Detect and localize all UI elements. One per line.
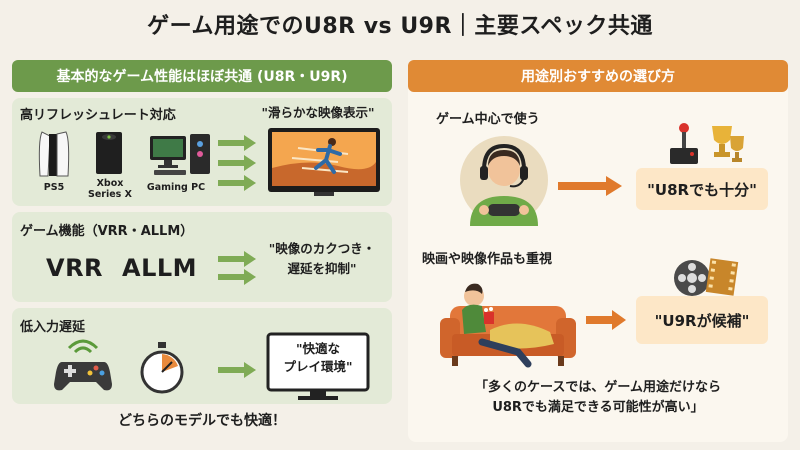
features-quote-line2: 遅延を抑制" (287, 261, 357, 276)
device-label-ps5: PS5 (43, 182, 65, 193)
stopwatch-icon (140, 342, 184, 394)
left-header: 基本的なゲーム性能はほぼ共通 (U8R・U9R) (12, 60, 392, 92)
movies-label: 映画や映像作品も重視 (422, 252, 553, 267)
features-title: ゲーム機能（VRR・ALLM） (20, 224, 194, 239)
latency-quote-line1: "快適な (295, 341, 340, 356)
latency-title: 低入力遅延 (20, 320, 86, 335)
right-footer-line1: 「多くのケースでは、ゲーム用途だけなら (475, 380, 721, 395)
gaming-arrow (558, 176, 622, 196)
sofa-viewer-icon (440, 283, 576, 368)
gaming-pc-icon (150, 134, 210, 175)
refresh-title: 高リフレッシュレート対応 (20, 108, 176, 123)
left-footer: どちらのモデルでも快適！ (118, 413, 286, 429)
right-column: 用途別おすすめの選び方 ゲーム中心で使う "U8Rでも十分" 映画や映像作品も重… (408, 60, 788, 442)
left-column: 基本的なゲーム性能はほぼ共通 (U8R・U9R) 高リフレッシュレート対応 "滑… (12, 60, 392, 442)
device-label-pc: Gaming PC (146, 182, 206, 193)
latency-arrow (218, 362, 256, 378)
movies-arrow (586, 310, 626, 330)
latency-panel: 低入力遅延 "快適な プレイ環境" (12, 308, 392, 404)
refresh-arrows (218, 135, 256, 191)
monitor-icon (266, 332, 370, 400)
refresh-panel: 高リフレッシュレート対応 "滑らかな映像表示" PS5 Xbox Series … (12, 98, 392, 206)
vrr-label: VRR (46, 254, 104, 282)
features-quote-line1: "映像のカクつき・ (268, 241, 376, 256)
movies-result-box: "U9Rが候補" (636, 296, 768, 344)
right-footer: 「多くのケースでは、ゲーム用途だけなら U8Rでも満足できる可能性が高い」 (408, 378, 788, 418)
trophy-icon (712, 126, 744, 162)
xbox-icon (96, 132, 122, 174)
refresh-quote: "滑らかな映像表示" (261, 105, 375, 120)
gamer-icon (460, 136, 548, 226)
features-arrows (218, 251, 256, 285)
tv-runner-icon (268, 128, 380, 196)
right-header: 用途別おすすめの選び方 (408, 60, 788, 92)
latency-quote-line2: プレイ環境" (283, 359, 353, 374)
features-panel: ゲーム機能（VRR・ALLM） VRR ALLM "映像のカクつき・ 遅延を抑制… (12, 212, 392, 302)
film-reel-icon (674, 258, 739, 296)
gaming-label: ゲーム中心で使う (436, 112, 540, 127)
allm-label: ALLM (122, 254, 198, 282)
right-footer-line2: U8Rでも満足できる可能性が高い」 (492, 400, 704, 415)
arcade-stick-icon (670, 123, 698, 164)
gaming-result-box: "U8Rでも十分" (636, 168, 768, 210)
gamepad-icon (54, 339, 112, 391)
page-title: ゲーム用途でのU8R vs U9R｜主要スペック共通 (147, 14, 653, 39)
device-label-xbox: Xbox Series X (88, 178, 132, 200)
ps5-icon (38, 131, 70, 177)
